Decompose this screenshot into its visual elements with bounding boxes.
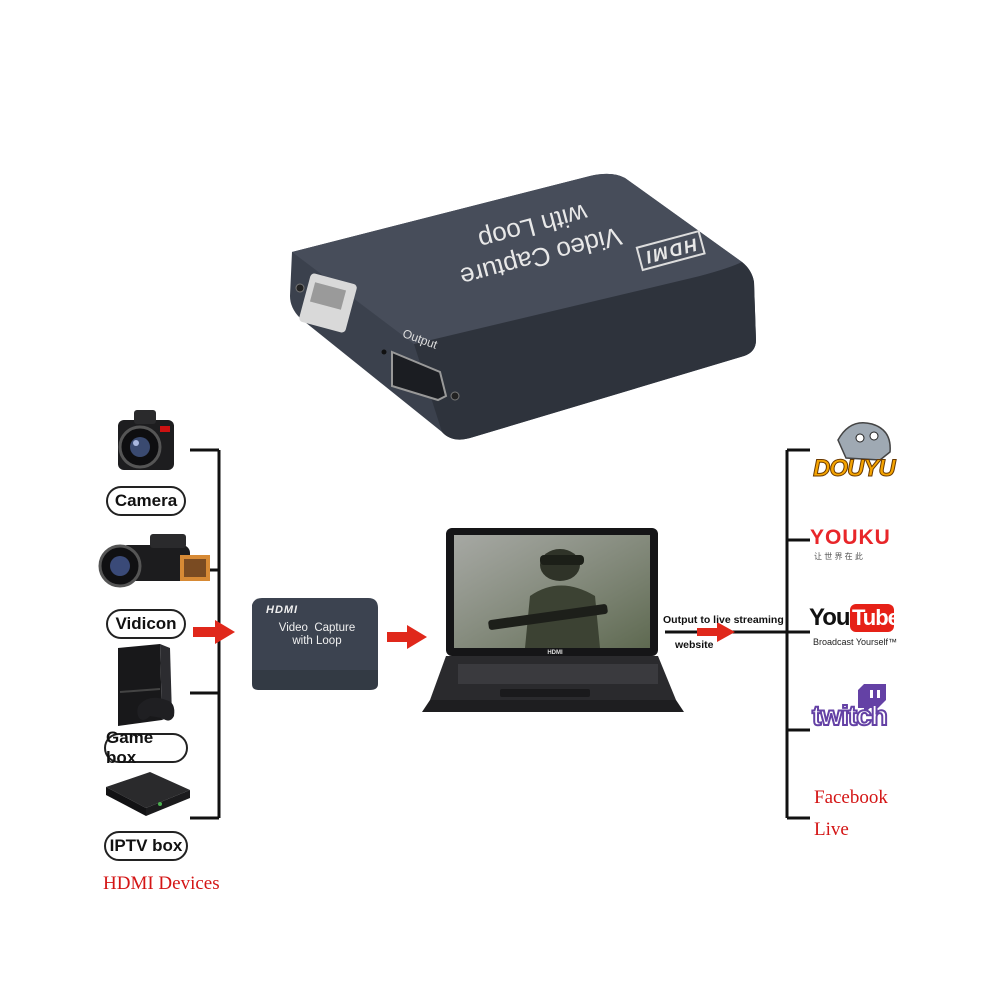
twitch-logo <box>858 684 886 712</box>
youtube-subtitle: Broadcast Yourself™ <box>813 637 898 647</box>
input-label-camera: Camera <box>106 486 186 516</box>
arrow-to-platforms <box>697 622 735 642</box>
output-bracket <box>665 448 810 820</box>
input-label-iptv-box: IPTV box <box>104 831 188 861</box>
hdmi-output-port <box>391 350 448 402</box>
youtube-tube: Tube <box>852 605 900 630</box>
laptop-brand: HDMI <box>547 650 563 656</box>
hdmi-devices-caption: HDMI Devices <box>103 873 220 894</box>
facebook-live-line2: Live <box>814 819 849 840</box>
facebook-live-line1: Facebook <box>814 787 888 808</box>
game-box-icon <box>118 644 175 726</box>
device-small-brand: HDMI <box>266 604 299 616</box>
capture-device-large <box>290 173 756 440</box>
input-label-vidicon: Vidicon <box>106 609 186 639</box>
douyu-logo <box>837 422 891 461</box>
input-label-game-box: Game box <box>104 728 188 767</box>
youku-wordmark: YOUKU <box>810 526 891 549</box>
device-small-title-2: with Loop <box>292 635 342 647</box>
twitch-wordmark: twitch <box>811 699 889 732</box>
camera-icon <box>118 410 174 470</box>
arrow-to-device <box>193 620 235 644</box>
youtube-you: You <box>809 604 851 631</box>
youtube-tube-box <box>850 604 894 632</box>
vidicon-icon <box>98 534 210 588</box>
laptop <box>422 528 684 712</box>
stream-caption-line2: website <box>675 639 714 651</box>
youku-subtitle: 让 世 界 在 此 <box>814 552 863 561</box>
capture-device-small <box>252 598 378 690</box>
stream-caption-line1: Output to live streaming <box>663 614 784 626</box>
iptv-box-icon <box>106 772 190 816</box>
douyu-wordmark: DOUYU <box>813 455 897 483</box>
arrow-to-laptop <box>387 625 427 649</box>
device-small-title-1: Video Capture <box>278 622 356 634</box>
